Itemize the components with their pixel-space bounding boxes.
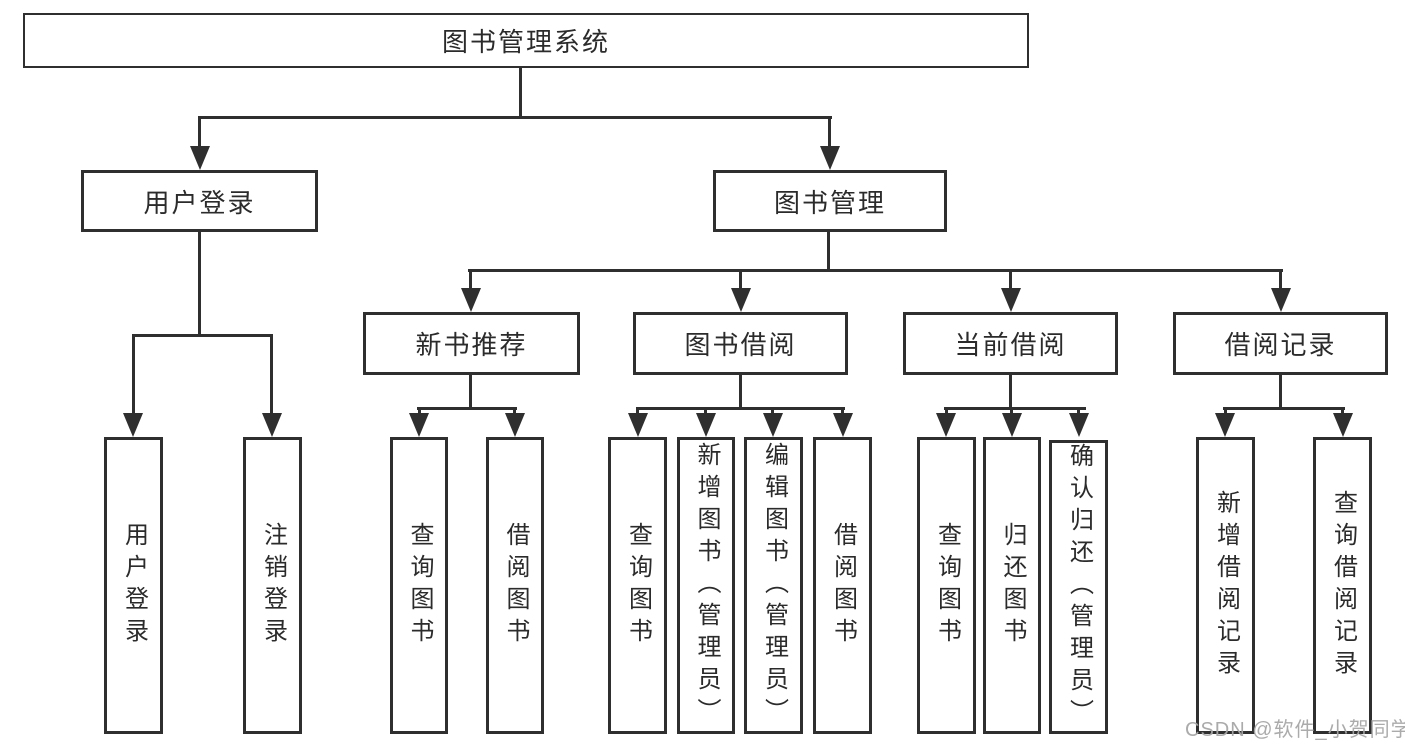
leaf-logout: 注销登录 bbox=[243, 437, 302, 734]
connector-book-mgmt-drop bbox=[828, 116, 831, 148]
connector-user-login-stem bbox=[198, 232, 201, 337]
arrowhead-down-icon bbox=[833, 413, 853, 437]
leaf-query-books-current: 查询图书 bbox=[917, 437, 976, 734]
connector-group-drop bbox=[469, 269, 472, 292]
leaf-return-book: 归还图书 bbox=[983, 437, 1041, 734]
node-user-login: 用户登录 bbox=[81, 170, 318, 232]
leaf-label: 确认归还（管理员） bbox=[1065, 443, 1093, 731]
connector-group-drop bbox=[1279, 269, 1282, 292]
arrowhead-down-icon bbox=[190, 146, 210, 170]
leaf-query-books-borrow: 查询图书 bbox=[608, 437, 667, 734]
node-current-borrow: 当前借阅 bbox=[903, 312, 1118, 375]
arrowhead-down-icon bbox=[1002, 413, 1022, 437]
arrowhead-down-icon bbox=[763, 413, 783, 437]
connector-recommend-stem bbox=[469, 374, 472, 410]
leaf-label: 查询借阅记录 bbox=[1329, 489, 1357, 682]
node-book-management: 图书管理 bbox=[713, 170, 947, 232]
leaf-borrow-books-recommend: 借阅图书 bbox=[486, 437, 544, 734]
connector-book-mgmt-stem bbox=[827, 232, 830, 272]
node-borrow-records: 借阅记录 bbox=[1173, 312, 1388, 375]
leaf-add-book-admin: 新增图书（管理员） bbox=[677, 437, 735, 734]
connector-records-rail bbox=[1223, 407, 1345, 410]
leaf-label: 新增图书（管理员） bbox=[693, 441, 720, 730]
leaf-query-borrow-record: 查询借阅记录 bbox=[1313, 437, 1372, 734]
connector-level3-rail bbox=[468, 269, 1283, 272]
connector-level2-rail bbox=[198, 116, 832, 119]
arrowhead-down-icon bbox=[409, 413, 429, 437]
arrowhead-down-icon bbox=[731, 288, 751, 312]
connector-current-rail bbox=[944, 407, 1086, 410]
connector-user-login-drop bbox=[198, 116, 201, 148]
node-system-root: 图书管理系统 bbox=[23, 13, 1029, 68]
leaf-label: 查询图书 bbox=[933, 521, 961, 650]
connector-leaf-drop bbox=[132, 334, 135, 418]
leaf-label: 注销登录 bbox=[259, 521, 287, 650]
leaf-label: 用户登录 bbox=[120, 521, 148, 650]
connector-root-stem bbox=[519, 66, 522, 119]
arrowhead-down-icon bbox=[936, 413, 956, 437]
leaf-label: 查询图书 bbox=[406, 521, 433, 650]
arrowhead-down-icon bbox=[1069, 413, 1089, 437]
node-new-book-recommend: 新书推荐 bbox=[363, 312, 580, 375]
leaf-label: 归还图书 bbox=[999, 521, 1026, 650]
arrowhead-down-icon bbox=[628, 413, 648, 437]
connector-leaf-drop bbox=[270, 334, 273, 418]
arrowhead-down-icon bbox=[1215, 413, 1235, 437]
arrowhead-down-icon bbox=[1271, 288, 1291, 312]
leaf-query-books-recommend: 查询图书 bbox=[390, 437, 448, 734]
connector-current-stem bbox=[1009, 374, 1012, 410]
arrowhead-down-icon bbox=[461, 288, 481, 312]
leaf-add-borrow-record: 新增借阅记录 bbox=[1196, 437, 1255, 734]
leaf-label: 借阅图书 bbox=[829, 521, 857, 650]
connector-borrow-rail bbox=[636, 407, 845, 410]
arrowhead-down-icon bbox=[505, 413, 525, 437]
connector-group-drop bbox=[739, 269, 742, 292]
arrowhead-down-icon bbox=[820, 146, 840, 170]
leaf-edit-book-admin: 编辑图书（管理员） bbox=[744, 437, 803, 734]
connector-user-login-rail bbox=[132, 334, 273, 337]
arrowhead-down-icon bbox=[123, 413, 143, 437]
connector-group-drop bbox=[1009, 269, 1012, 292]
leaf-label: 借阅图书 bbox=[502, 521, 529, 650]
leaf-label: 查询图书 bbox=[624, 521, 652, 650]
arrowhead-down-icon bbox=[1333, 413, 1353, 437]
leaf-confirm-return-admin: 确认归还（管理员） bbox=[1049, 440, 1108, 734]
connector-recommend-rail bbox=[417, 407, 517, 410]
arrowhead-down-icon bbox=[262, 413, 282, 437]
csdn-watermark: CSDN @软件_小贺同学 bbox=[1185, 719, 1405, 741]
leaf-label: 新增借阅记录 bbox=[1212, 489, 1240, 682]
leaf-label: 编辑图书（管理员） bbox=[760, 441, 788, 730]
arrowhead-down-icon bbox=[696, 413, 716, 437]
connector-records-stem bbox=[1279, 374, 1282, 410]
connector-borrow-stem bbox=[739, 374, 742, 410]
leaf-borrow-books-borrow: 借阅图书 bbox=[813, 437, 872, 734]
node-book-borrow: 图书借阅 bbox=[633, 312, 848, 375]
arrowhead-down-icon bbox=[1001, 288, 1021, 312]
leaf-user-login: 用户登录 bbox=[104, 437, 163, 734]
